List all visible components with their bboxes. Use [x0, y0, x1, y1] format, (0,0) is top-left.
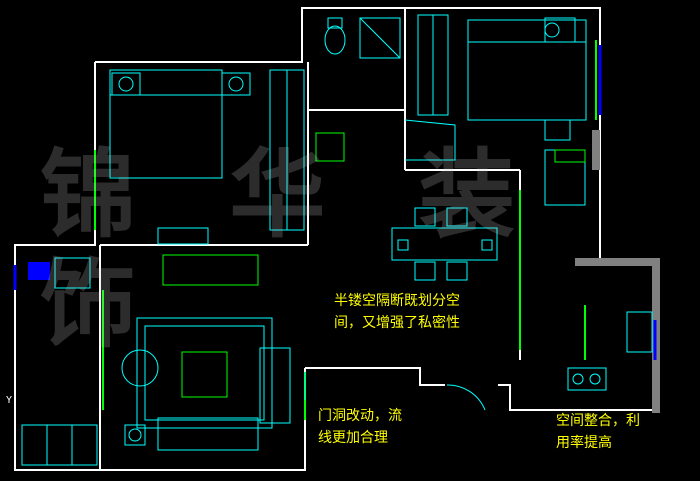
furniture — [21, 14, 653, 466]
wall-fill-east — [592, 130, 600, 170]
lamp-1b — [228, 76, 244, 92]
desk-1 — [157, 227, 209, 245]
blue-accents — [13, 45, 657, 360]
wall-fill-kitchen-top — [575, 258, 660, 266]
annotation-doorway: 门洞改动，流 线更加合理 — [318, 408, 402, 446]
sofa — [157, 417, 259, 451]
shower — [359, 17, 401, 59]
nightstand-master — [544, 17, 576, 43]
nightstand-1a — [111, 72, 141, 96]
door-swing — [446, 384, 486, 411]
dining-table — [391, 227, 498, 261]
annotation-space: 空间整合，利 用率提高 — [556, 413, 640, 451]
stove — [567, 367, 607, 391]
basin — [315, 132, 345, 162]
lamp-1a — [118, 76, 134, 92]
counter-dining — [404, 119, 456, 161]
chair-4 — [446, 261, 468, 281]
tv-cabinet — [162, 254, 259, 286]
toilet — [324, 25, 346, 55]
toilet-tank — [327, 17, 343, 29]
chair-2 — [446, 207, 468, 227]
north-wall — [95, 7, 601, 130]
chair-1 — [414, 207, 436, 227]
vanity — [544, 119, 571, 141]
side-table — [124, 424, 146, 446]
green-furniture — [162, 132, 586, 398]
storage-cabinet — [21, 424, 98, 466]
chair-6 — [481, 239, 493, 251]
blue-appliance — [28, 262, 50, 280]
microwave — [554, 149, 586, 163]
lamp-master — [544, 22, 560, 38]
axis-label: Y — [6, 395, 13, 406]
nightstand-1b — [221, 72, 251, 96]
washer — [54, 257, 91, 289]
side-sofa — [259, 347, 291, 424]
rug — [136, 317, 273, 429]
south-inner-wall — [305, 367, 445, 386]
chair-5 — [397, 239, 409, 251]
chair-3 — [414, 261, 436, 281]
coffee-table — [181, 351, 228, 398]
armchair — [121, 349, 159, 387]
sink — [626, 311, 653, 353]
kitchen-wall — [498, 261, 656, 411]
bed-master — [467, 19, 587, 121]
bed-1 — [109, 69, 223, 179]
watermark: 锦 华 装 饰 — [40, 138, 545, 361]
annotation-partition: 半镂空隔断既划分空 间，又增强了私密性 — [334, 293, 460, 331]
